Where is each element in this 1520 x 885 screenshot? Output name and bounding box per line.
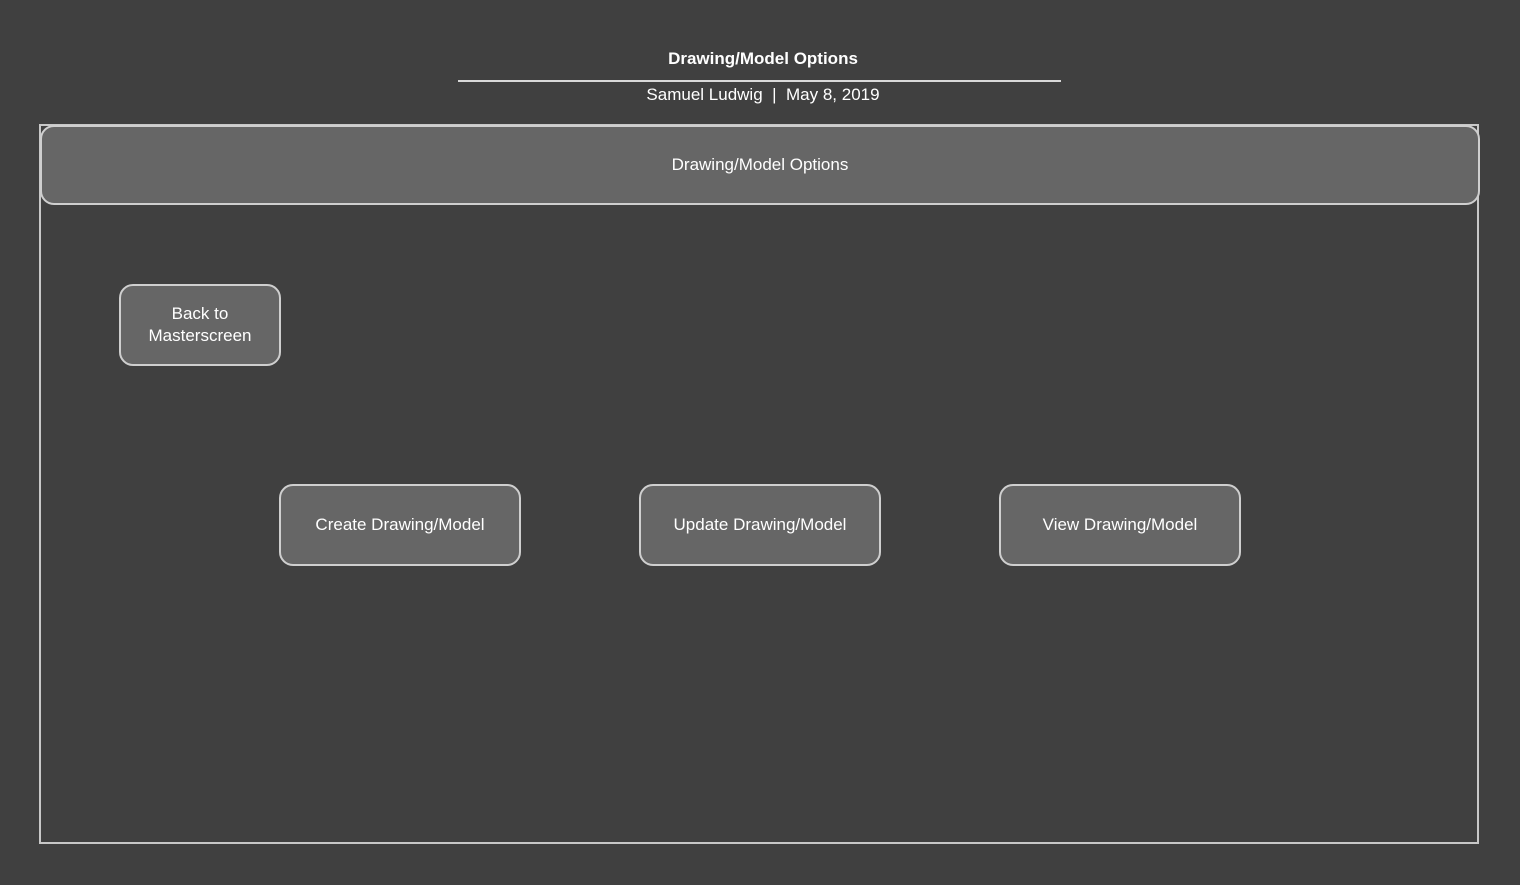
update-button-label: Update Drawing/Model xyxy=(673,515,847,534)
view-button-label: View Drawing/Model xyxy=(1042,515,1198,534)
document-title: Drawing/Model Options xyxy=(668,49,858,68)
document-subtitle: Samuel Ludwig | May 8, 2019 xyxy=(458,84,1068,106)
create-drawing-model-button[interactable]: Create Drawing/Model xyxy=(279,484,521,566)
document-date: May 8, 2019 xyxy=(786,85,880,104)
view-drawing-model-button[interactable]: View Drawing/Model xyxy=(999,484,1241,566)
title-divider xyxy=(458,80,1061,82)
back-to-masterscreen-button[interactable]: Back to Masterscreen xyxy=(119,284,281,366)
subtitle-separator: | xyxy=(772,85,777,104)
author-name: Samuel Ludwig xyxy=(646,85,763,104)
screen-header: Drawing/Model Options xyxy=(40,125,1480,205)
update-drawing-model-button[interactable]: Update Drawing/Model xyxy=(639,484,881,566)
create-button-label: Create Drawing/Model xyxy=(315,515,485,534)
screen-header-title: Drawing/Model Options xyxy=(671,155,849,174)
